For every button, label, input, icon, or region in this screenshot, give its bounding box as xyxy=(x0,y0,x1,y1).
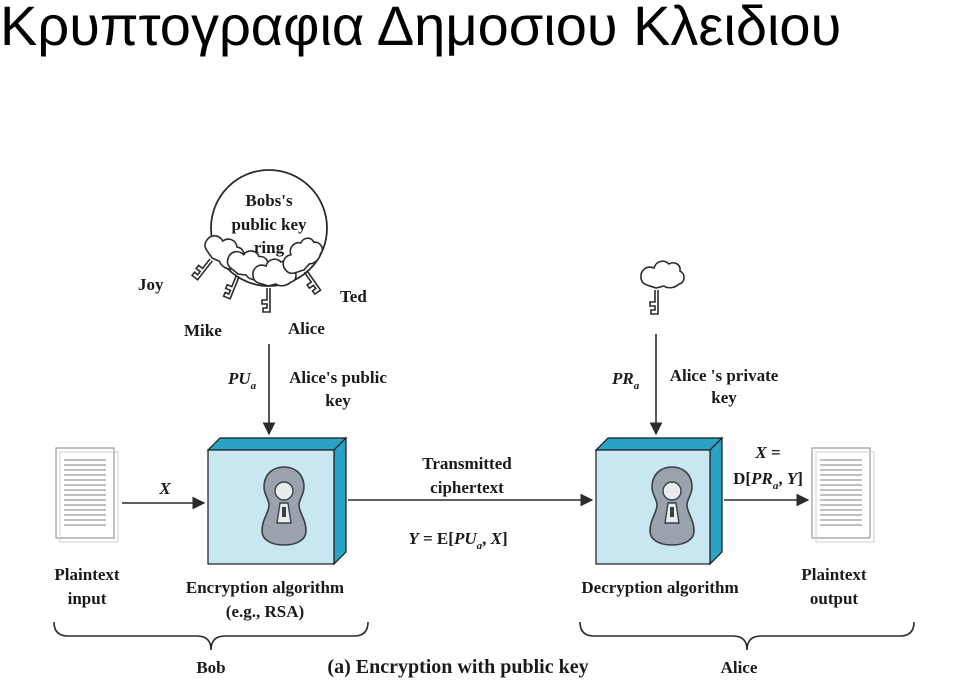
private-key-symbol: PRa xyxy=(611,369,640,392)
transmit-label-line1: Transmitted xyxy=(422,454,512,473)
key-ring-label-line3: ring xyxy=(254,238,285,257)
private-key-desc-line2: key xyxy=(711,388,737,407)
key-label-ted: Ted xyxy=(340,287,367,306)
plaintext-output-label-line1: Plaintext xyxy=(801,565,866,584)
private-key-icon xyxy=(640,260,685,315)
encryption-label-line2: (e.g., RSA) xyxy=(226,602,304,621)
output-formula-line2: D[PRa, Y] xyxy=(733,469,803,492)
key-ring-label-line1: Bobs's xyxy=(245,191,293,210)
decryption-label: Decryption algorithm xyxy=(581,578,738,597)
plaintext-input-label-line1: Plaintext xyxy=(54,565,119,584)
key-label-alice: Alice xyxy=(288,319,325,338)
public-key-ring: Bobs's public key ring Joy Mike Alice Te… xyxy=(138,169,367,340)
public-key-desc-line2: key xyxy=(325,391,351,410)
group-label-alice: Alice xyxy=(721,658,758,677)
plaintext-input-label-line2: input xyxy=(68,589,107,608)
input-variable: X xyxy=(158,479,171,498)
private-key-desc-line1: Alice 's private xyxy=(670,366,779,385)
encryption-lock-icon xyxy=(261,466,307,546)
public-key-desc-line1: Alice's public xyxy=(289,368,387,387)
group-label-bob: Bob xyxy=(196,658,225,677)
page-title: Κρυπτογραφια Δημοσιου Κλειδιου xyxy=(0,0,842,57)
bob-brace xyxy=(53,621,369,651)
decryption-algorithm-box xyxy=(594,436,724,566)
encryption-label-line1: Encryption algorithm xyxy=(186,578,344,597)
key-label-mike: Mike xyxy=(184,321,222,340)
plaintext-output-label-line2: output xyxy=(810,589,859,608)
output-formula-line1: X = xyxy=(754,443,780,462)
ted-key-icon xyxy=(275,231,343,301)
ciphertext-formula: Y = E[PUa, X] xyxy=(408,529,507,552)
alice-brace xyxy=(579,621,915,651)
public-key-symbol: PUa xyxy=(227,369,257,392)
plaintext-output-document-icon xyxy=(811,447,875,543)
transmit-label-line2: ciphertext xyxy=(430,478,504,497)
key-ring-label-line2: public key xyxy=(231,215,307,234)
encryption-algorithm-box xyxy=(206,436,348,566)
figure-caption: (a) Encryption with public key xyxy=(327,656,588,678)
plaintext-input-document-icon xyxy=(55,447,119,543)
key-label-joy: Joy xyxy=(138,275,164,294)
decryption-lock-icon xyxy=(649,466,695,546)
